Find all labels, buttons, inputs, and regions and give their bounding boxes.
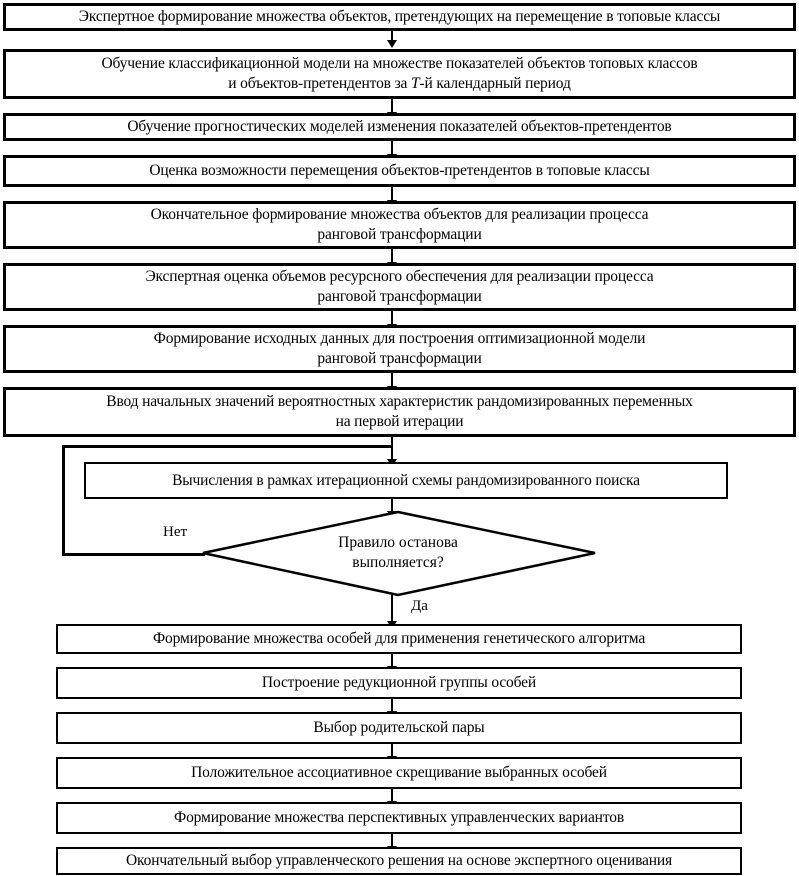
process-box-step-8-label: Ввод начальных значений вероятностных ха… (106, 393, 693, 430)
process-box-step-15-label: Окончательный выбор управленческого реше… (125, 852, 673, 870)
decision-diamond-label: Правило останова выполняется? (338, 533, 458, 571)
process-box-step-1-label: Экспертное формирование множества объект… (78, 8, 721, 26)
process-box-step-11[interactable]: Построение редукционной группы особей (56, 667, 742, 699)
process-box-step-14[interactable]: Формирование множества перспективных упр… (56, 802, 742, 834)
process-box-step-13[interactable]: Положительное ассоциативное скрещивание … (56, 757, 742, 789)
process-box-step-2-label: Обучение классификационной модели на мно… (12, 54, 787, 94)
loop-line-top (62, 445, 393, 448)
step-2-italic-symbol: T (411, 75, 420, 92)
process-box-step-12-label: Выбор родительской пары (313, 719, 485, 737)
process-box-step-13-label: Положительное ассоциативное скрещивание … (191, 764, 607, 782)
process-box-step-6-label: Экспертная оценка объемов ресурсного обе… (145, 268, 654, 305)
process-box-step-7-label: Формирование исходных данных для построе… (153, 330, 646, 367)
process-box-step-5-label: Окончательное формирование множества объ… (150, 206, 649, 243)
decision-label-no: Нет (163, 524, 188, 540)
process-box-step-9[interactable]: Вычисления в рамках итерационной схемы р… (84, 462, 728, 499)
process-box-step-5[interactable]: Окончательное формирование множества объ… (3, 201, 796, 249)
process-box-step-4-label: Оценка возможности перемещения объектов-… (149, 162, 650, 180)
process-box-step-7[interactable]: Формирование исходных данных для построе… (3, 325, 796, 373)
process-box-step-10[interactable]: Формирование множества особей для примен… (56, 624, 742, 654)
process-box-step-1[interactable]: Экспертное формирование множества объект… (3, 3, 796, 31)
process-box-step-11-label: Построение редукционной группы особей (261, 674, 537, 692)
process-box-step-3-label: Обучение прогностических моделей изменен… (127, 118, 672, 136)
process-box-step-12[interactable]: Выбор родительской пары (56, 712, 742, 744)
process-box-step-8[interactable]: Ввод начальных значений вероятностных ха… (3, 387, 796, 437)
loop-line-bottom (62, 553, 205, 556)
process-box-step-10-label: Формирование множества особей для примен… (152, 630, 646, 648)
process-box-step-3[interactable]: Обучение прогностических моделей изменен… (3, 113, 796, 141)
loop-line-left (62, 445, 65, 556)
process-box-step-9-label: Вычисления в рамках итерационной схемы р… (172, 471, 640, 489)
step-2-text-before: Обучение классификационной модели на мно… (101, 55, 698, 92)
process-box-step-2[interactable]: Обучение классификационной модели на мно… (3, 49, 796, 99)
process-box-step-15[interactable]: Окончательный выбор управленческого реше… (56, 847, 742, 875)
process-box-step-4[interactable]: Оценка возможности перемещения объектов-… (3, 155, 796, 187)
process-box-step-14-label: Формирование множества перспективных упр… (173, 809, 625, 827)
step-2-text-after: -й календарный период (419, 75, 571, 92)
decision-label-yes: Да (411, 598, 428, 614)
process-box-step-6[interactable]: Экспертная оценка объемов ресурсного обе… (3, 263, 796, 311)
